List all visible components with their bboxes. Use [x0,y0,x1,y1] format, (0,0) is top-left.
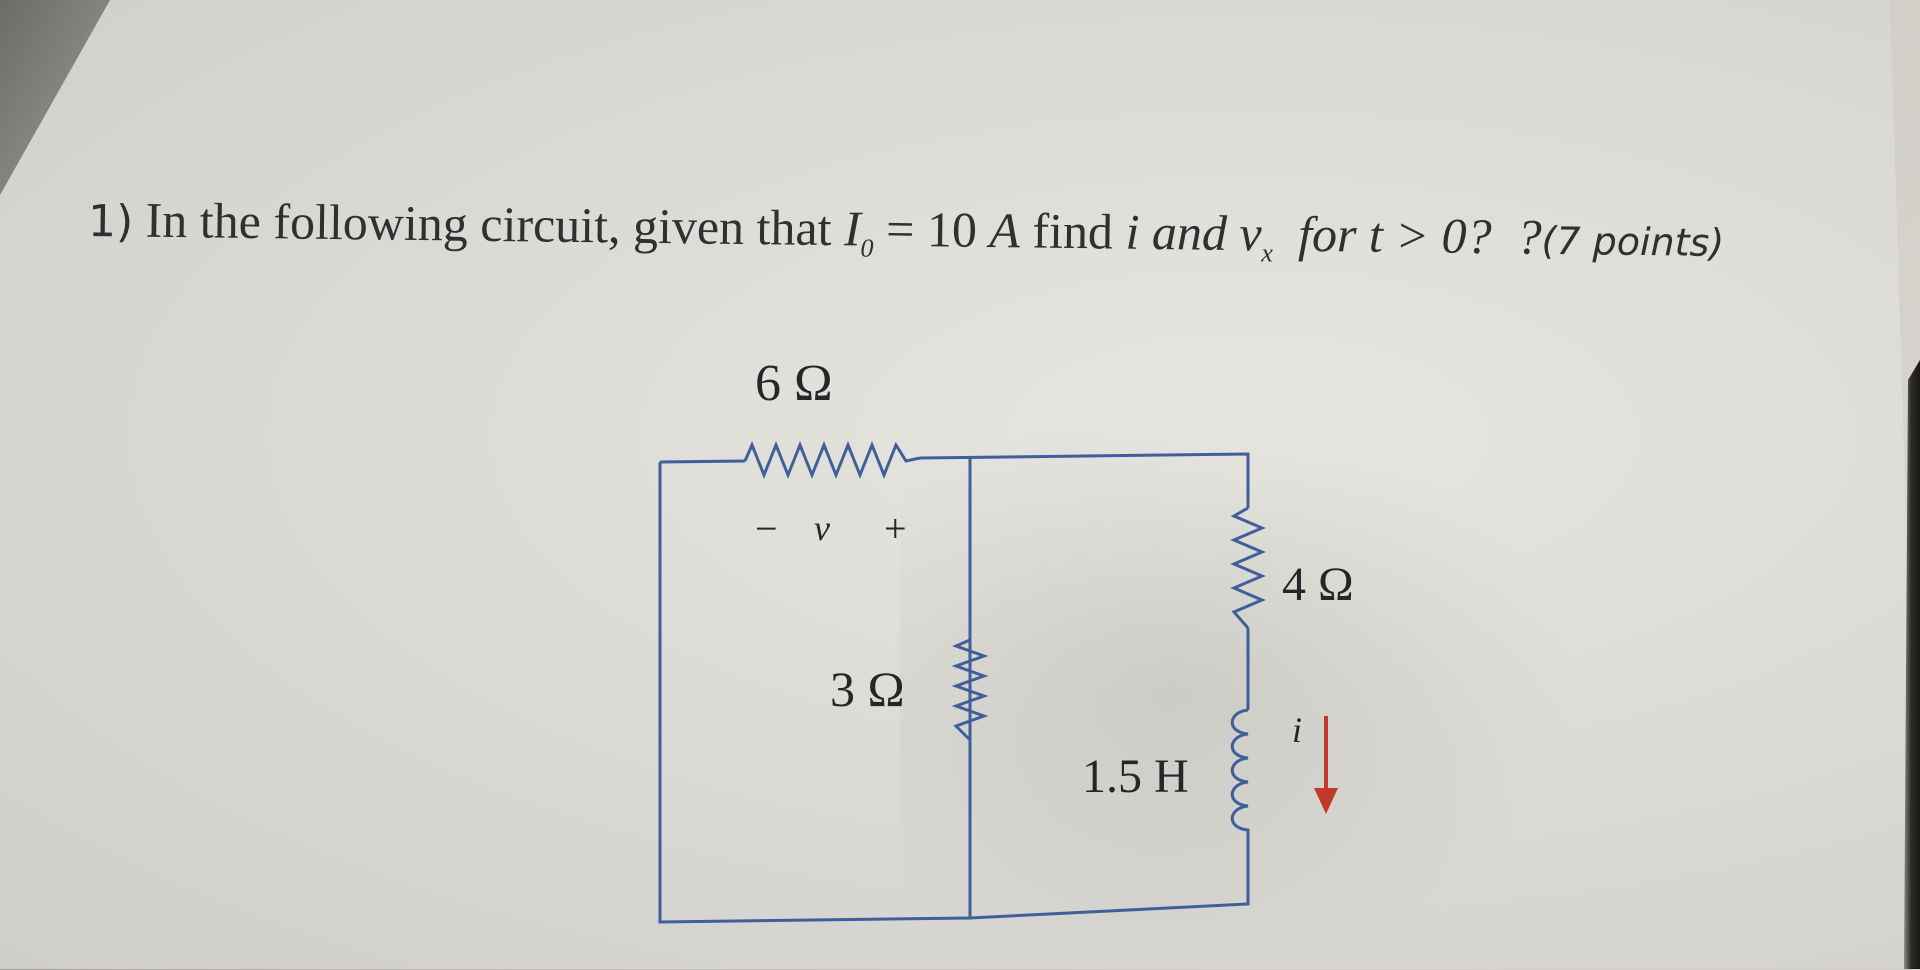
circuit-wires [658,452,1250,924]
polarity-plus: + [884,506,907,551]
resistor-4-ohm [1230,506,1266,629]
resistor-6-ohm [743,440,921,480]
polarity-minus: − [755,506,778,551]
shadow [900,410,1580,970]
resistor-3-ohm [951,638,989,742]
inductor-coil [1230,708,1250,850]
background-edge [1904,360,1920,969]
wire-bottom-right [969,850,1250,920]
wire-left-bottom [658,458,972,924]
label-current-i: i [1292,710,1302,750]
label-6-ohm: 6 Ω [755,355,833,412]
label-4-ohm: 4 Ω [1282,558,1354,611]
wire-top-left [659,459,746,464]
wire-top-right [919,452,1250,508]
label-3-ohm: 3 Ω [830,661,905,717]
polarity-v: v [814,508,830,548]
label-inductor: 1.5 H [1082,750,1189,803]
current-arrow-icon [1314,716,1338,814]
